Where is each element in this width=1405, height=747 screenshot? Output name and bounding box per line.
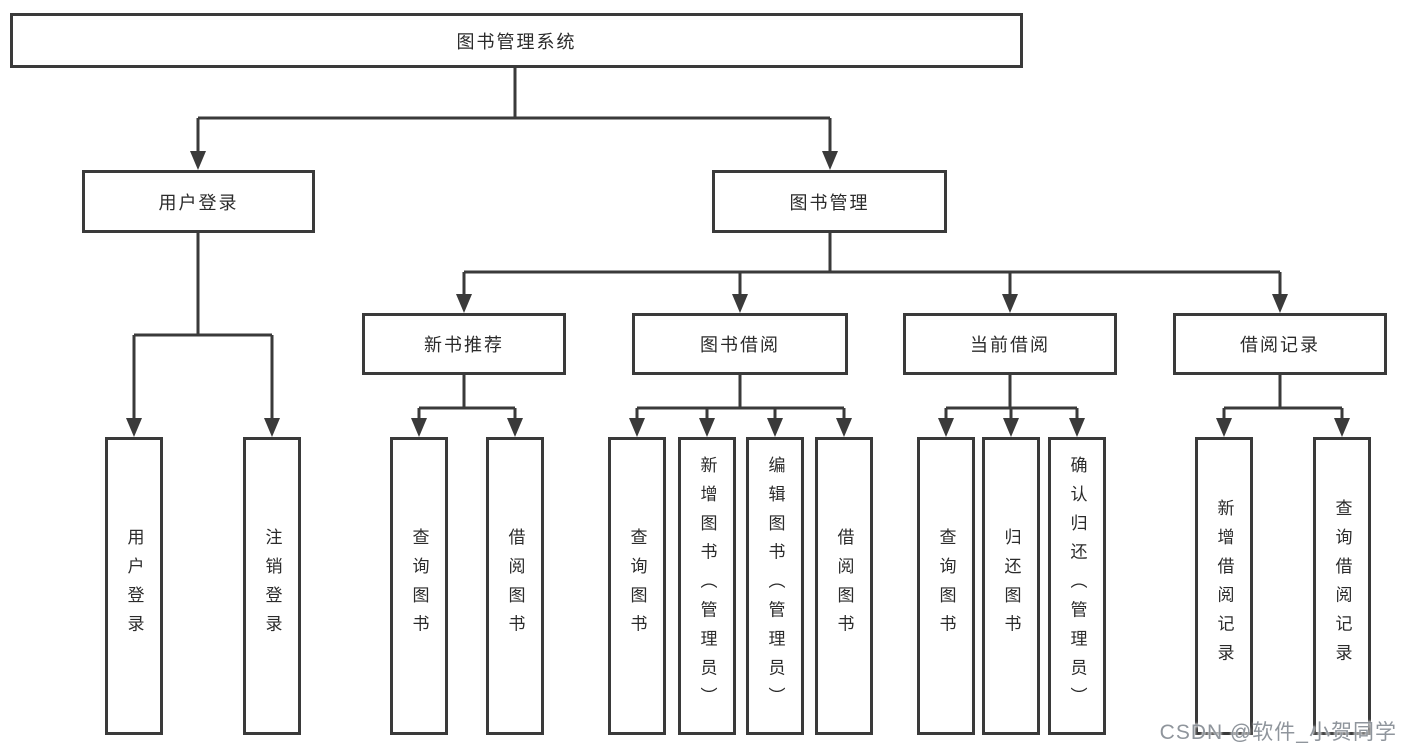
leaf-return-book: 归还图书 xyxy=(982,437,1040,735)
connector-root-to-level2 xyxy=(190,68,838,170)
connector-new-books-group xyxy=(411,375,523,437)
connector-current-borrow-group xyxy=(938,375,1085,437)
node-book-management: 图书管理 xyxy=(712,170,947,233)
leaf-borrow-books: 借阅图书 xyxy=(815,437,873,735)
leaf-query-borrow-record: 查询借阅记录 xyxy=(1313,437,1371,735)
node-root-library-system: 图书管理系统 xyxy=(10,13,1023,68)
leaf-borrow-books-recommend: 借阅图书 xyxy=(486,437,544,735)
connector-book-management-to-level3 xyxy=(456,233,1288,313)
node-new-book-recommend: 新书推荐 xyxy=(362,313,566,375)
node-current-borrow: 当前借阅 xyxy=(903,313,1117,375)
connector-book-borrow-group xyxy=(629,375,852,437)
node-borrow-records: 借阅记录 xyxy=(1173,313,1387,375)
node-book-borrow: 图书借阅 xyxy=(632,313,848,375)
leaf-confirm-return-admin: 确认归还（管理员） xyxy=(1048,437,1106,735)
leaf-query-books-current: 查询图书 xyxy=(917,437,975,735)
csdn-watermark: CSDN @软件_小贺同学 xyxy=(1159,721,1397,744)
leaf-add-borrow-record: 新增借阅记录 xyxy=(1195,437,1253,735)
leaf-query-books-borrow: 查询图书 xyxy=(608,437,666,735)
leaf-user-login: 用户登录 xyxy=(105,437,163,735)
leaf-query-books-recommend: 查询图书 xyxy=(390,437,448,735)
connector-borrow-records-group xyxy=(1216,375,1350,437)
leaf-add-book-admin: 新增图书（管理员） xyxy=(678,437,736,735)
leaf-logout: 注销登录 xyxy=(243,437,301,735)
leaf-edit-book-admin: 编辑图书（管理员） xyxy=(746,437,804,735)
connector-user-login-group xyxy=(126,233,280,437)
node-user-login: 用户登录 xyxy=(82,170,315,233)
